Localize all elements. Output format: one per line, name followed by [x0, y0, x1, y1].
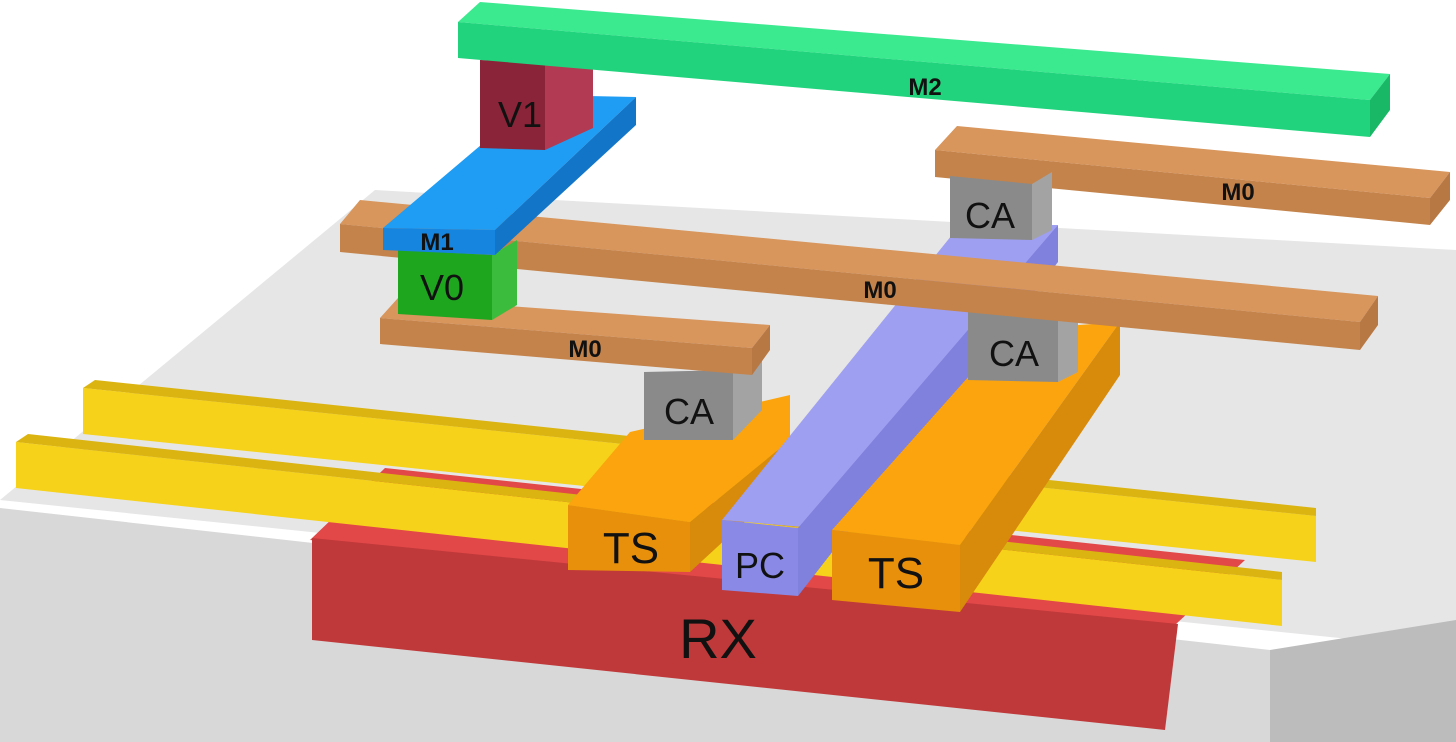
- v0-label: V0: [420, 267, 464, 308]
- m0-lower-left-front: [380, 318, 752, 375]
- rx-label: RX: [679, 607, 757, 670]
- m2-block: M2: [458, 2, 1390, 137]
- ts-right-side: [960, 322, 1120, 612]
- ca-upper-right-side: [1032, 172, 1052, 240]
- m0-middle-top: [340, 200, 1378, 322]
- m0-middle-block: M0: [340, 200, 1378, 350]
- v1-label: V1: [498, 94, 542, 135]
- ts-left-label: TS: [603, 524, 659, 573]
- m2-side: [1370, 74, 1390, 137]
- ts-right-label: TS: [868, 549, 924, 598]
- m0-lower-left-side: [752, 325, 770, 375]
- v1-block: V1: [480, 60, 593, 150]
- m0-upper-right-label: M0: [1221, 179, 1254, 206]
- m1-label: M1: [420, 229, 453, 256]
- m0-upper-right-top: [935, 126, 1450, 198]
- m0-middle-label: M0: [863, 277, 896, 304]
- ca-middle-right-front: [968, 310, 1058, 382]
- rx-front: [312, 538, 1178, 730]
- ca-upper-right-block: CA: [950, 172, 1052, 240]
- m0-middle-front: [340, 224, 1360, 350]
- ca-upper-right-label: CA: [965, 195, 1015, 236]
- ca-left-label: CA: [664, 391, 714, 432]
- ca-upper-right-front: [950, 176, 1032, 240]
- ca-left-front: [644, 370, 733, 440]
- v1-side: [545, 60, 593, 150]
- ts-right-front: [832, 530, 960, 612]
- m2-label: M2: [908, 74, 941, 101]
- v0-front: [398, 250, 492, 320]
- m1-side: [495, 97, 636, 255]
- ca-left-block: CA: [644, 340, 762, 440]
- pc-front: [722, 520, 798, 596]
- m0-upper-right-block: M0: [935, 126, 1450, 225]
- m0-middle-side: [1360, 296, 1378, 350]
- m2-front: [458, 22, 1370, 137]
- ca-middle-right-block: CA: [968, 300, 1078, 382]
- pc-label: PC: [735, 545, 785, 586]
- v0-side: [492, 240, 517, 320]
- m0-lower-left-label: M0: [568, 336, 601, 363]
- v0-block: V0: [398, 240, 517, 320]
- m0-upper-right-side: [1430, 172, 1450, 225]
- m1-front: [383, 228, 495, 255]
- ca-middle-right-label: CA: [989, 333, 1039, 374]
- ts-left-front: [568, 505, 690, 572]
- substrate-side: [1270, 620, 1456, 742]
- m0-upper-right-front: [935, 150, 1430, 225]
- v1-front: [480, 60, 545, 150]
- m2-top: [458, 2, 1390, 100]
